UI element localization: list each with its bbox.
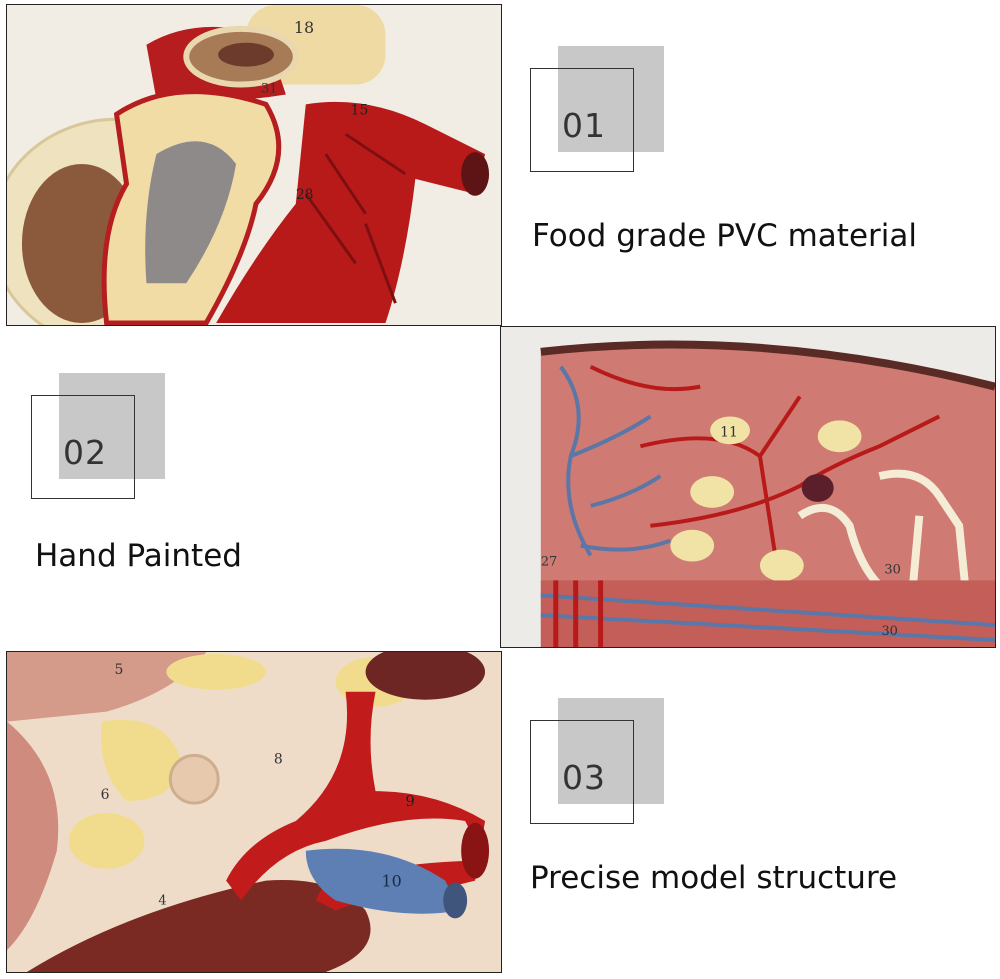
panel-badge-03: 03 xyxy=(530,698,664,830)
panel-badge-01: 01 xyxy=(530,46,664,178)
badge-frame xyxy=(530,68,634,172)
badge-shade xyxy=(558,698,664,804)
badge-shade xyxy=(558,46,664,152)
photo2-label-30-a: 30 xyxy=(884,562,900,577)
photo3-label-5: 5 xyxy=(115,662,124,678)
badge-number: 02 xyxy=(63,433,107,472)
photo3-label-4: 4 xyxy=(158,893,166,908)
badge-frame xyxy=(31,395,135,499)
badge-number: 01 xyxy=(562,106,606,145)
photo1-label-28: 28 xyxy=(296,187,314,203)
photo3-label-9: 9 xyxy=(405,792,414,810)
anatomy-photo-2: 11 27 30 30 xyxy=(500,326,996,648)
photo1-label-31: 31 xyxy=(261,81,277,96)
caption-food-grade-pvc: Food grade PVC material xyxy=(532,218,918,254)
badge-number: 03 xyxy=(562,758,606,797)
anatomy-photo-3: 5 8 9 6 10 4 xyxy=(6,651,502,973)
anatomy-photo-1: 18 31 15 28 xyxy=(6,4,502,326)
photo1-label-15: 15 xyxy=(351,102,369,118)
photo1-label-18: 18 xyxy=(294,18,314,37)
caption-hand-painted: Hand Painted xyxy=(35,538,242,574)
photo3-label-10: 10 xyxy=(381,872,401,891)
panel-badge-02: 02 xyxy=(31,373,165,505)
photo2-label-27: 27 xyxy=(541,555,557,570)
photo3-label-6: 6 xyxy=(101,787,110,803)
badge-shade xyxy=(59,373,165,479)
photo2-label-11: 11 xyxy=(720,424,738,440)
photo2-label-30-b: 30 xyxy=(881,624,897,639)
badge-frame xyxy=(530,720,634,824)
photo3-label-8: 8 xyxy=(274,751,283,767)
caption-precise-structure: Precise model structure xyxy=(530,860,898,896)
